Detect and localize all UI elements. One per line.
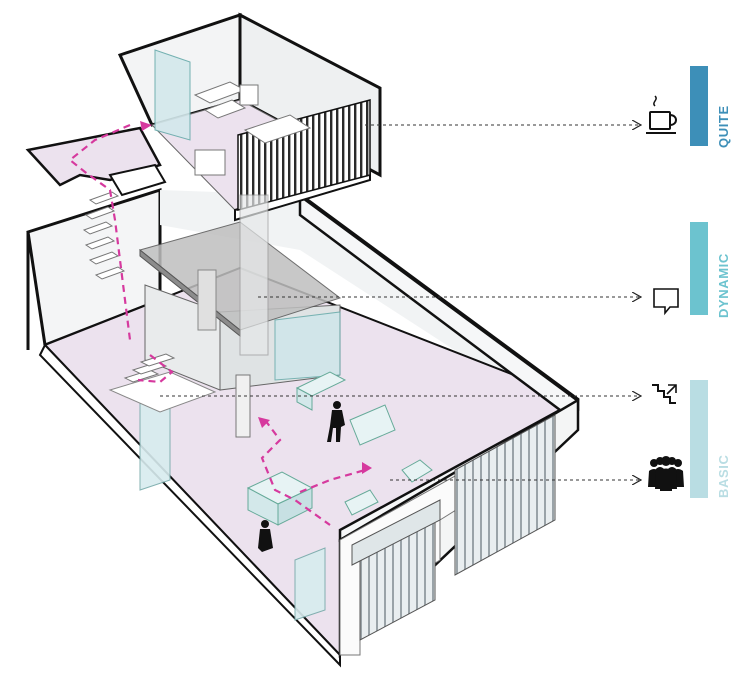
ground-back-right-wall <box>160 190 578 430</box>
ground-slab-edge-left <box>38 343 341 668</box>
facade-window-large <box>454 414 556 576</box>
zone-tag-quite: QUITE <box>690 66 731 148</box>
reception-counter <box>108 371 217 413</box>
glass-partition-front <box>294 547 326 621</box>
people-group-icon <box>648 456 684 491</box>
facade-balcony-rail <box>351 499 441 566</box>
upper-lounge-furniture <box>193 81 312 176</box>
zone-tag-dynamic: DYNAMIC <box>690 222 731 318</box>
circulation-arrows <box>140 121 372 474</box>
circulation-path <box>68 123 366 526</box>
stair-void <box>108 163 167 197</box>
floating-staircase <box>82 191 126 280</box>
sofa-front <box>246 471 314 526</box>
upper-core-column <box>239 194 269 356</box>
stairs-icon <box>652 384 677 404</box>
core-glass-box <box>274 311 341 381</box>
upper-glass-wall <box>154 49 191 141</box>
person-figure-standing <box>327 401 345 442</box>
coffee-cup-icon <box>646 95 677 134</box>
speech-bubble-icon <box>653 288 679 316</box>
zone-label-basic: BASIC <box>716 455 731 498</box>
structural-column <box>235 374 251 438</box>
mezzanine-window <box>197 269 217 331</box>
ground-floor <box>26 187 580 668</box>
leader-lines <box>160 125 640 480</box>
zone-label-quite: QUITE <box>716 105 731 148</box>
zone-tag-basic: BASIC <box>690 380 731 498</box>
upper-level <box>25 12 382 356</box>
ground-stairs <box>123 353 176 383</box>
sofa-center <box>295 371 396 446</box>
sofa-right <box>344 459 433 516</box>
zone-label-dynamic: DYNAMIC <box>716 253 731 318</box>
person-figure-walking <box>258 520 273 552</box>
